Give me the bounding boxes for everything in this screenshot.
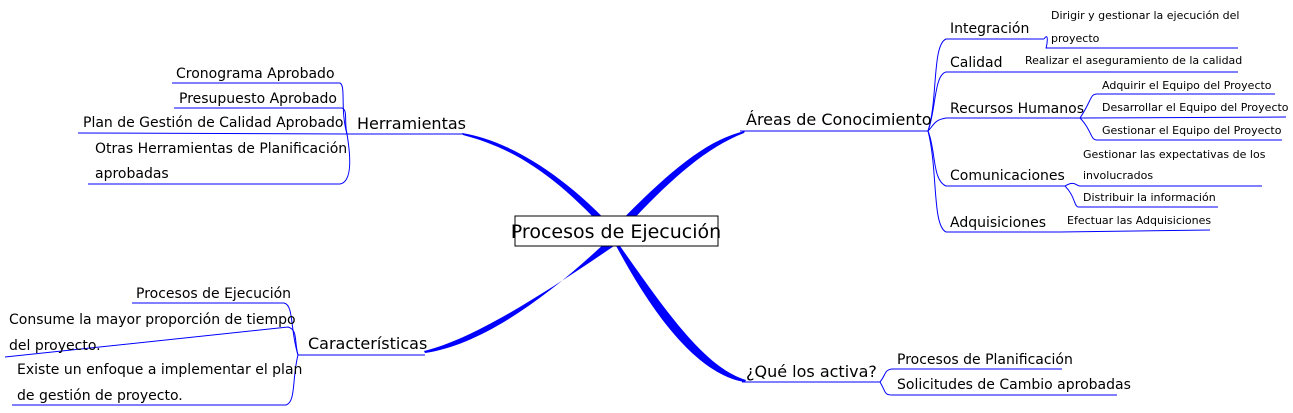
herramientas-item[interactable]: Plan de Gestión de Calidad Aprobado <box>83 115 344 131</box>
connector-line <box>927 38 1044 132</box>
topic-herramientas[interactable]: Herramientas <box>357 114 466 133</box>
connector-line <box>1043 36 1238 49</box>
area-item[interactable]: Realizar el aseguramiento de la calidad <box>1025 54 1242 67</box>
topic-activa[interactable]: ¿Qué los activa? <box>746 362 877 381</box>
area-item[interactable]: involucrados <box>1083 169 1153 182</box>
area-subtopic[interactable]: Integración <box>950 21 1029 37</box>
connector-line <box>12 354 299 406</box>
area-item[interactable]: Gestionar el Equipo del Proyecto <box>1102 124 1282 137</box>
area-item[interactable]: Distribuir la información <box>1083 191 1216 204</box>
activa-item[interactable]: Solicitudes de Cambio aprobadas <box>897 377 1131 393</box>
connector-line <box>174 107 348 135</box>
caracteristicas-item[interactable]: del proyecto. <box>9 338 101 354</box>
connector-line <box>879 368 1062 383</box>
connector-line <box>132 302 299 356</box>
branch-caracteristicas <box>424 240 614 353</box>
connector-line <box>1064 182 1262 187</box>
herramientas-item[interactable]: Cronograma Aprobado <box>176 66 335 82</box>
connector-line <box>1064 185 1218 208</box>
connector-line <box>88 133 351 185</box>
herramientas-item[interactable]: Otras Herramientas de Planificación <box>95 141 347 157</box>
connector-line <box>927 130 1065 187</box>
connector-line <box>77 132 348 135</box>
area-item[interactable]: Adquirir el Equipo del Proyecto <box>1102 79 1272 92</box>
central-topic[interactable]: Procesos de Ejecución <box>511 221 721 243</box>
central-topic-box <box>514 215 719 247</box>
area-subtopic[interactable]: Comunicaciones <box>950 168 1065 184</box>
area-subtopic[interactable]: Adquisiciones <box>950 215 1046 231</box>
area-item[interactable]: proyecto <box>1051 32 1100 45</box>
area-item[interactable]: Desarrollar el Equipo del Proyecto <box>1102 101 1289 114</box>
connector-line <box>927 71 1020 132</box>
caracteristicas-item[interactable]: Existe un enfoque a implementar el plan <box>17 362 302 378</box>
connector-line <box>172 82 348 135</box>
branch-activa <box>613 240 746 382</box>
caracteristicas-item[interactable]: Procesos de Ejecución <box>136 286 291 302</box>
connector-line <box>1079 116 1287 119</box>
connector-line <box>927 117 1080 132</box>
caracteristicas-item[interactable]: Consume la mayor proporción de tiempo <box>9 312 296 328</box>
topic-areas[interactable]: Áreas de Conocimiento <box>746 110 932 129</box>
area-item[interactable]: Dirigir y gestionar la ejecución del <box>1051 9 1240 22</box>
area-subtopic[interactable]: Recursos Humanos <box>950 101 1084 117</box>
connector-line <box>1079 93 1275 119</box>
connector-line <box>879 381 1117 396</box>
herramientas-item[interactable]: Presupuesto Aprobado <box>179 91 337 107</box>
connector-line <box>1059 229 1211 233</box>
activa-item[interactable]: Procesos de Planificación <box>897 352 1073 368</box>
herramientas-item[interactable]: aprobadas <box>95 166 169 182</box>
connector-line <box>4 326 299 358</box>
connector-line <box>927 130 1060 233</box>
caracteristicas-item[interactable]: de gestión de proyecto. <box>17 388 183 404</box>
topic-caracteristicas[interactable]: Características <box>308 334 427 353</box>
area-item[interactable]: Gestionar las expectativas de los <box>1083 148 1266 161</box>
connector-line <box>1079 117 1282 141</box>
area-subtopic[interactable]: Calidad <box>950 55 1003 71</box>
area-item[interactable]: Efectuar las Adquisiciones <box>1067 214 1211 227</box>
